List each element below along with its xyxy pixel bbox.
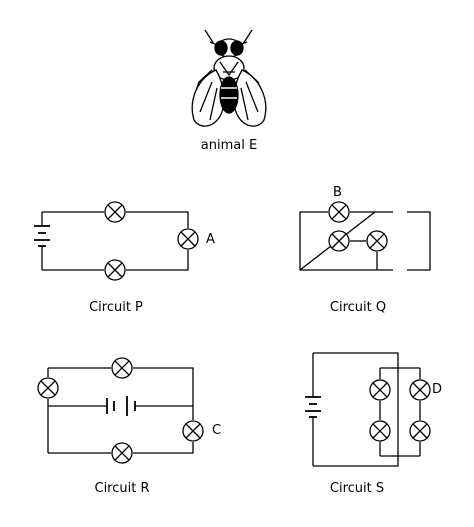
circuit-p-bulb-a [177, 228, 199, 250]
circuit-r-battery [106, 396, 136, 416]
bulb-d-label: D [432, 382, 443, 397]
circuit-r-bulb-top [111, 357, 133, 379]
fly-illustration [191, 29, 267, 127]
circuit-r-wires [47, 367, 194, 454]
animal-e-caption: animal E [200, 138, 258, 153]
circuit-q-bulb-b [328, 201, 350, 223]
circuit-p-wires [41, 211, 189, 271]
circuit-p-bulb-top [104, 201, 126, 223]
circuit-s-wires [312, 352, 421, 467]
circuit-s-bulb-left-top [369, 379, 391, 401]
circuit-r-caption: Circuit R [94, 481, 150, 496]
circuit-q-caption: Circuit Q [329, 300, 387, 315]
circuit-p-bulb-bottom [104, 259, 126, 281]
bulb-a-label: A [206, 232, 215, 247]
circuit-q-wires [299, 211, 431, 271]
circuit-r-diagram [37, 357, 204, 464]
circuit-s-diagram [305, 352, 431, 467]
bulb-b-label: B [333, 185, 342, 200]
circuit-p-battery [34, 225, 50, 247]
circuit-s-caption: Circuit S [329, 481, 385, 496]
circuit-q-diagram [299, 201, 431, 271]
circuit-p-diagram [34, 201, 199, 281]
bulb-c-label: C [212, 423, 222, 438]
circuit-r-bulb-c [182, 420, 204, 442]
circuit-s-bulb-left-bottom [369, 420, 391, 442]
circuit-q-bulb-right [366, 230, 388, 252]
circuit-s-bulb-right-bottom [409, 420, 431, 442]
circuit-s-bulb-d [409, 379, 431, 401]
circuit-r-bulb-bottom [111, 442, 133, 464]
circuit-p-caption: Circuit P [89, 300, 143, 315]
circuit-q-bulb-middle [328, 230, 350, 252]
circuit-s-battery [305, 396, 321, 418]
circuit-r-bulb-left [37, 377, 59, 399]
